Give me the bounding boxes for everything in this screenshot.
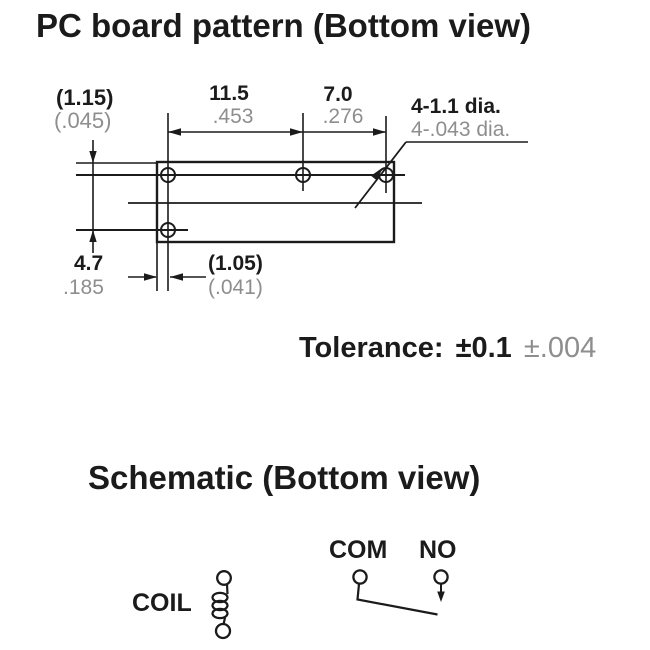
dim-row-pitch-mm: 4.7: [74, 252, 104, 275]
arrow-right-icon: [144, 273, 157, 281]
coil-terminal-top: [216, 570, 232, 586]
coil-terminal-bottom: [214, 622, 232, 640]
dim-side-offset-mm: (1.05): [208, 252, 263, 275]
no-arrow-icon: [437, 591, 445, 602]
tolerance-note: Tolerance: ±0.1 ±.004: [299, 333, 600, 363]
dim-pitch-b-inch: .276: [322, 105, 364, 128]
tolerance-value-mm: ±0.1: [455, 332, 512, 364]
tolerance-label: Tolerance:: [299, 332, 444, 364]
schematic-section-title: Schematic (Bottom view): [88, 459, 481, 496]
pcb-pattern-drawing: [76, 113, 528, 291]
arrow-down-icon: [89, 151, 97, 163]
no-label: NO: [419, 536, 457, 564]
dim-hole-dia-mm: 4-1.1 dia.: [411, 95, 501, 118]
dia-leader-line: [354, 141, 407, 209]
no-terminal: [433, 569, 449, 585]
coil-winding-icon: [211, 599, 229, 612]
hole-top-middle: [295, 167, 311, 183]
dim-pitch-b-mm: 7.0: [323, 83, 353, 106]
dim-hole-dia-inch: 4-.043 dia.: [411, 118, 511, 141]
pcb-outline: [155, 160, 396, 244]
dim-side-offset-inch: (.041): [208, 276, 263, 299]
switch-armature: [356, 583, 438, 616]
hole-bottom-left: [160, 222, 176, 238]
arrow-up-icon: [89, 230, 97, 242]
arrow-right-icon: [373, 128, 386, 136]
hole-top-left: [160, 167, 176, 183]
dim-row-pitch-inch: .185: [63, 276, 104, 299]
tolerance-value-inch: ±.004: [523, 332, 597, 364]
dim-pitch-a-mm: 11.5: [209, 82, 249, 105]
dim-edge-offset-mm: (1.15): [56, 85, 114, 110]
com-label: COM: [329, 536, 388, 564]
coil-winding-icon: [211, 607, 229, 620]
arrow-left-icon: [168, 128, 181, 136]
coil-winding-icon: [211, 591, 229, 604]
coil-lead-bottom: [222, 617, 227, 625]
com-terminal: [352, 569, 368, 585]
coil-lead-top: [225, 584, 229, 595]
pcb-section-title: PC board pattern (Bottom view): [36, 7, 532, 44]
schematic-drawing: [211, 569, 449, 640]
arrow-left-icon: [170, 273, 183, 281]
hole-top-right: [378, 167, 394, 183]
dim-edge-offset-inch: (.045): [54, 108, 112, 133]
dim-pitch-a-inch: .453: [212, 105, 254, 128]
arrow-right-icon: [290, 128, 303, 136]
coil-label: COIL: [132, 589, 192, 617]
